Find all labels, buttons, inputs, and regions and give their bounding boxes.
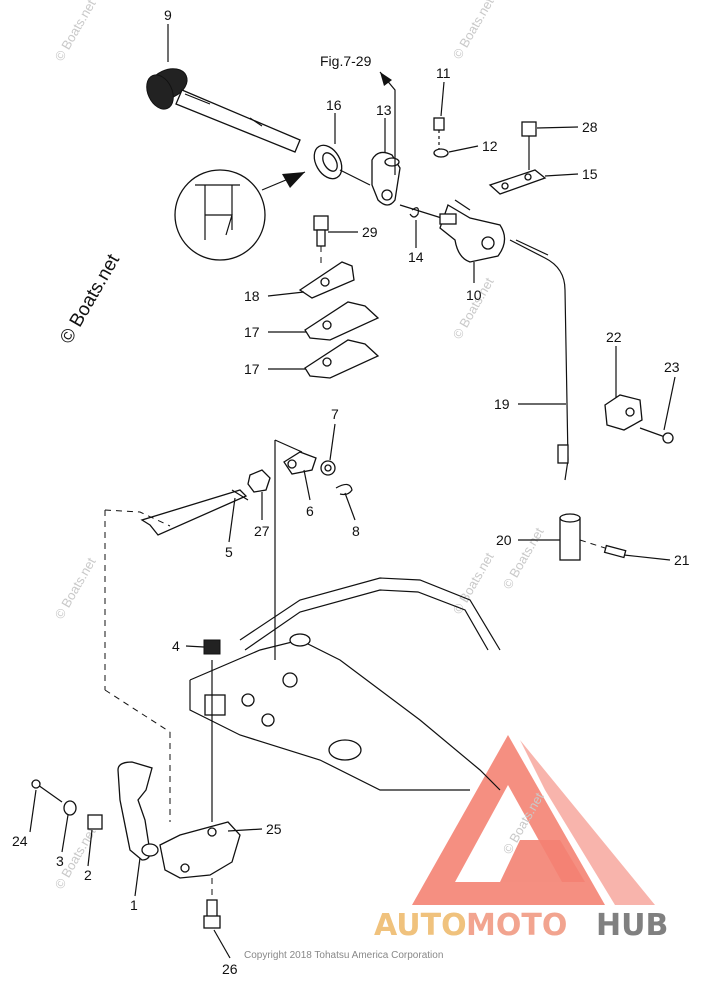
label-24: 24 xyxy=(12,833,28,849)
part-14-clip xyxy=(409,207,419,218)
part-12-washer xyxy=(433,148,449,158)
part-7-washer xyxy=(320,460,336,476)
part-19-rod xyxy=(509,239,569,481)
label-11: 11 xyxy=(436,65,451,81)
label-5: 5 xyxy=(225,544,233,560)
part-29-bolt xyxy=(313,215,329,268)
label-13: 13 xyxy=(376,102,392,118)
label-2: 2 xyxy=(84,867,92,883)
part-1-arm xyxy=(117,761,159,861)
label-12: 12 xyxy=(482,138,498,154)
part-4-nut xyxy=(203,639,221,655)
bracket-assembly xyxy=(189,439,501,791)
label-8: 8 xyxy=(352,523,360,539)
label-3: 3 xyxy=(56,853,64,869)
label-17: 17 xyxy=(244,324,260,340)
label-6: 6 xyxy=(306,503,314,519)
label-14: 14 xyxy=(408,249,424,265)
label-28: 28 xyxy=(582,119,598,135)
automotohub-logo xyxy=(412,735,655,905)
part-27-nut xyxy=(247,469,271,493)
label-9: 9 xyxy=(164,7,172,23)
part-11-screw xyxy=(433,117,445,150)
brand-hub: HUB xyxy=(596,908,668,943)
part-5-rod xyxy=(140,489,249,536)
part-2-bushing xyxy=(87,814,103,830)
brand-auto: AUTO xyxy=(374,908,467,943)
watermark-small: © Boats.net xyxy=(52,0,99,63)
part-17-plate xyxy=(304,301,380,341)
part-15-plate xyxy=(488,169,547,195)
small-watermarks: © Boats.net © Boats.net © Boats.net © Bo… xyxy=(52,0,547,892)
part-22-block xyxy=(604,394,643,431)
brand-moto: MOTO xyxy=(466,908,567,943)
guide-lines xyxy=(104,509,213,822)
part-28-bolt xyxy=(521,121,537,170)
part-26-bolt xyxy=(203,878,221,929)
label-17: 17 xyxy=(244,361,260,377)
label-7: 7 xyxy=(331,406,339,422)
part-17-plate xyxy=(304,339,380,379)
label-20: 20 xyxy=(496,532,512,548)
part-20-sleeve xyxy=(559,513,581,561)
leader-lines xyxy=(29,24,676,959)
copyright-text: Copyright 2018 Tohatsu America Corporati… xyxy=(244,950,443,961)
part-8-clip xyxy=(335,483,353,496)
watermark-large: © Boats.net xyxy=(56,250,124,347)
part-10-lever xyxy=(439,199,506,263)
part-18-plate xyxy=(298,261,355,299)
label-16: 16 xyxy=(326,97,342,113)
label-10: 10 xyxy=(466,287,482,303)
label-29: 29 xyxy=(362,224,378,240)
part-21-pin xyxy=(603,544,627,559)
watermark-small: © Boats.net xyxy=(450,0,497,61)
watermark-small: © Boats.net xyxy=(450,275,497,342)
part-25-bracket xyxy=(159,821,241,879)
label-25: 25 xyxy=(266,821,282,837)
part-24-screw xyxy=(31,779,63,803)
part-6-joint xyxy=(283,451,317,475)
part-3-washer xyxy=(63,800,77,816)
part-9-shift-rod xyxy=(146,68,301,153)
label-4: 4 xyxy=(172,638,180,654)
part-labels: 9 16 13 11 12 28 15 29 14 10 18 17 17 19… xyxy=(12,7,690,977)
label-23: 23 xyxy=(664,359,680,375)
brand-text: AUTO MOTO HUB xyxy=(374,908,668,943)
label-22: 22 xyxy=(606,329,622,345)
detail-inset xyxy=(174,169,306,261)
label-21: 21 xyxy=(674,552,690,568)
label-1: 1 xyxy=(130,897,138,913)
part-16-seal xyxy=(313,144,343,180)
label-27: 27 xyxy=(254,523,270,539)
part-23-screw xyxy=(639,427,674,444)
label-15: 15 xyxy=(582,166,598,182)
part-13-arm xyxy=(371,151,401,206)
watermark-small: © Boats.net xyxy=(52,555,99,622)
figure-reference: Fig.7-29 xyxy=(320,53,372,69)
label-26: 26 xyxy=(222,961,238,977)
label-18: 18 xyxy=(244,288,260,304)
label-19: 19 xyxy=(494,396,510,412)
